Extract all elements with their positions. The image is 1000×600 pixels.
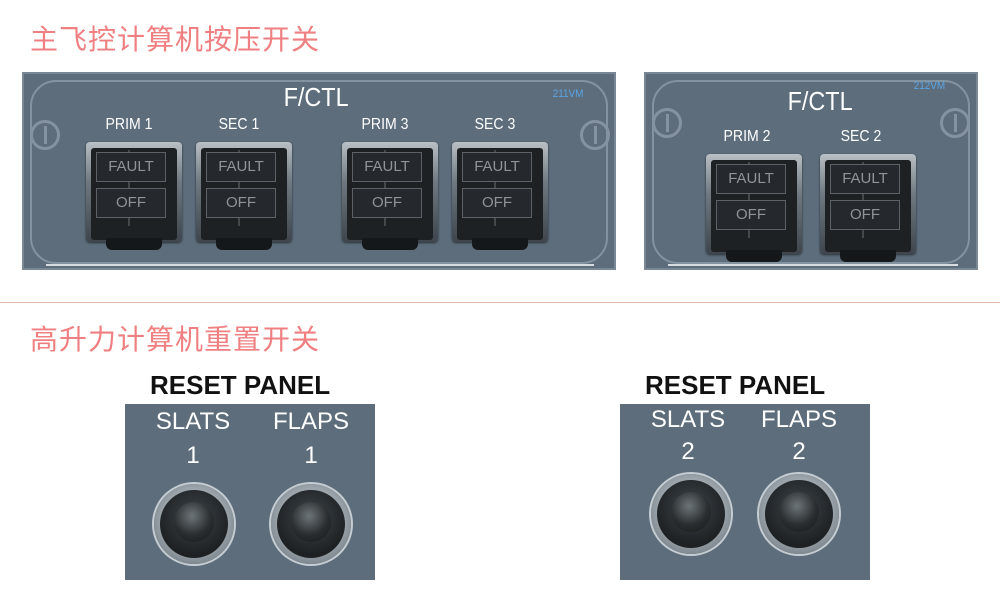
reset-panel-left: SLATS 1 FLAPS 1 <box>125 404 375 580</box>
fctl-panel-right: F/CTL 212VM PRIM 2 SEC 2 FAULT OFF FAULT… <box>644 72 978 270</box>
slats1-reset-button[interactable] <box>154 484 234 564</box>
fault-legend: FAULT <box>352 152 422 182</box>
reset-panel-right: SLATS 2 FLAPS 2 <box>620 404 870 580</box>
slats-label: SLATS <box>155 408 231 435</box>
off-legend: OFF <box>352 188 422 218</box>
sec3-pushbutton[interactable]: FAULT OFF <box>452 142 548 250</box>
flaps2-reset-button[interactable] <box>759 474 839 554</box>
fault-legend: FAULT <box>716 164 786 194</box>
prim3-pushbutton[interactable]: FAULT OFF <box>342 142 438 250</box>
panel-bezel <box>652 80 970 264</box>
screw-icon <box>652 108 682 138</box>
fctl-panel-left: F/CTL 211VM PRIM 1 SEC 1 PRIM 3 SEC 3 FA… <box>22 72 616 270</box>
panel-bezel <box>30 80 608 264</box>
flaps-label: FLAPS <box>760 406 838 433</box>
switch-label-prim3: PRIM 3 <box>361 116 409 133</box>
panel-ref: 212VM <box>913 80 946 92</box>
panel-baseline <box>46 264 594 266</box>
off-legend: OFF <box>716 200 786 230</box>
switch-label-sec1: SEC 1 <box>218 116 260 133</box>
section-title-fctl: 主飞控计算机按压开关 <box>30 23 321 56</box>
reset-panel-caption: RESET PANEL <box>150 370 331 400</box>
slats2-reset-button[interactable] <box>651 474 731 554</box>
flaps-number: 2 <box>792 438 806 465</box>
switch-label-prim2: PRIM 2 <box>723 128 771 145</box>
switch-label-sec3: SEC 3 <box>474 116 516 133</box>
off-legend: OFF <box>96 188 166 218</box>
prim2-pushbutton[interactable]: FAULT OFF <box>706 154 802 262</box>
switch-label-prim1: PRIM 1 <box>105 116 153 133</box>
sec2-pushbutton[interactable]: FAULT OFF <box>820 154 916 262</box>
prim1-pushbutton[interactable]: FAULT OFF <box>86 142 182 250</box>
fault-legend: FAULT <box>96 152 166 182</box>
screw-icon <box>30 120 60 150</box>
section-title-reset: 高升力计算机重置开关 <box>30 323 321 356</box>
reset-panel-caption: RESET PANEL <box>645 370 826 400</box>
off-legend: OFF <box>206 188 276 218</box>
screw-icon <box>580 120 610 150</box>
panel-title: F/CTL <box>283 82 349 112</box>
slats-label: SLATS <box>650 406 726 433</box>
slats-number: 1 <box>186 442 200 469</box>
flaps-label: FLAPS <box>272 408 350 435</box>
fault-legend: FAULT <box>462 152 532 182</box>
switch-label-sec2: SEC 2 <box>840 128 882 145</box>
slats-number: 2 <box>681 438 695 465</box>
flaps1-reset-button[interactable] <box>271 484 351 564</box>
screw-icon <box>940 108 970 138</box>
fault-legend: FAULT <box>206 152 276 182</box>
flaps-number: 1 <box>304 442 318 469</box>
fault-legend: FAULT <box>830 164 900 194</box>
panel-ref: 211VM <box>552 88 584 100</box>
panel-baseline <box>668 264 958 266</box>
section-divider <box>0 302 1000 303</box>
sec1-pushbutton[interactable]: FAULT OFF <box>196 142 292 250</box>
off-legend: OFF <box>462 188 532 218</box>
panel-title: F/CTL <box>787 86 853 116</box>
off-legend: OFF <box>830 200 900 230</box>
